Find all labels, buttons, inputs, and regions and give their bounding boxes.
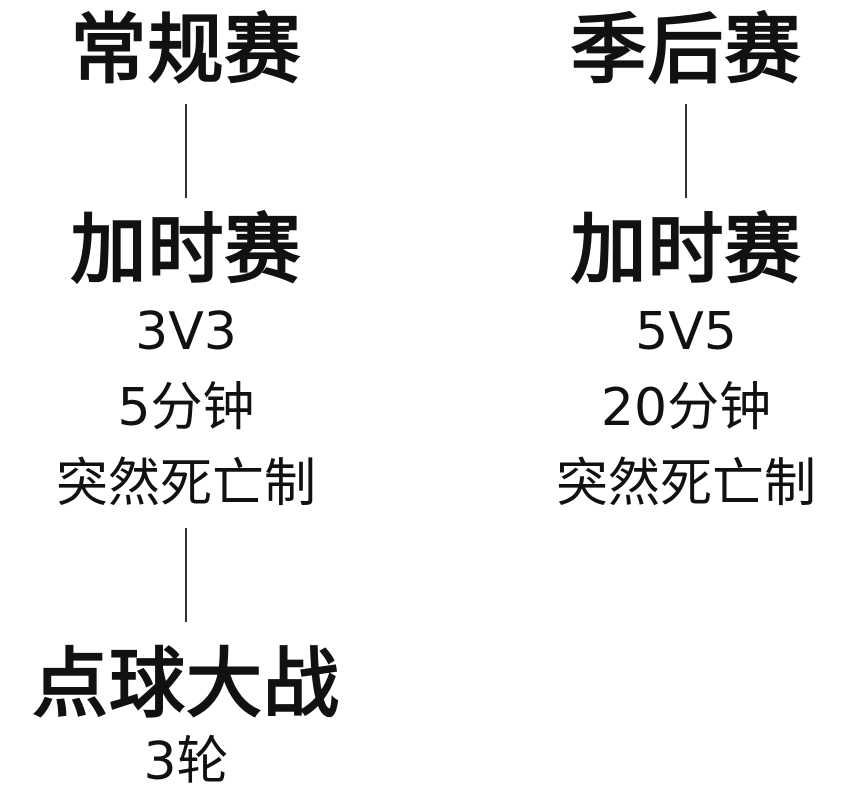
regular-overtime-rule: 突然死亡制 — [55, 454, 316, 514]
playoff-overtime-format: 5V5 — [635, 302, 737, 362]
regular-overtime-title: 加时赛 — [70, 205, 302, 294]
shootout-title: 点球大战 — [32, 639, 340, 728]
playoff-overtime-title: 加时赛 — [570, 205, 802, 294]
playoff-overtime-rule: 突然死亡制 — [555, 454, 816, 514]
connector-line — [185, 104, 187, 198]
playoffs-title: 季后赛 — [570, 5, 802, 94]
regular-season-title: 常规赛 — [70, 5, 302, 94]
regular-overtime-format: 3V3 — [135, 302, 237, 362]
connector-line — [185, 528, 187, 622]
playoff-overtime-duration: 20分钟 — [600, 378, 772, 438]
shootout-rounds: 3轮 — [143, 732, 229, 792]
regular-overtime-duration: 5分钟 — [117, 378, 255, 438]
connector-line — [685, 104, 687, 198]
